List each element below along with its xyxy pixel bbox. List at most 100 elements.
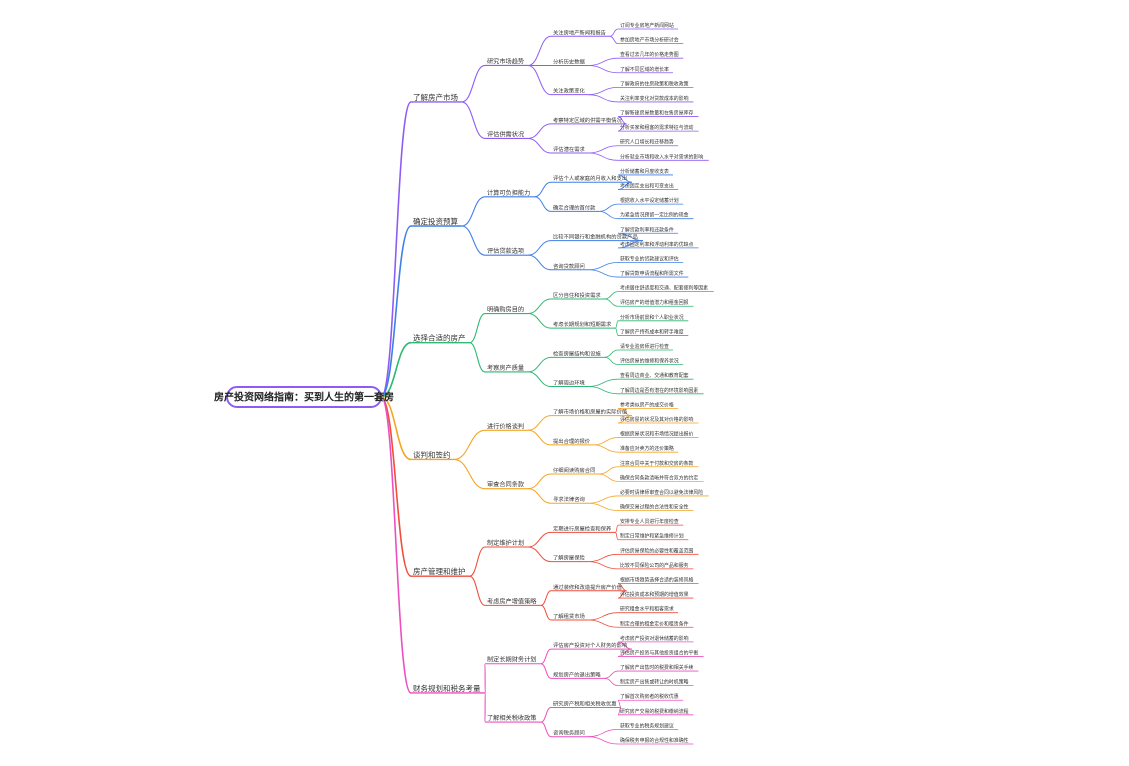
group-node[interactable]: 确定合理的首付款 [553,203,596,211]
subtopic-node[interactable]: 计算可负担能力 [487,189,530,197]
leaf-node[interactable]: 了解不同区域的增长率 [620,66,669,73]
leaf-node[interactable]: 根据房屋状况和市场情况提出报价 [620,431,693,438]
leaf-node[interactable]: 研究房产交易的税费和缴纳流程 [620,708,689,715]
subtopic-node[interactable]: 进行价格谈判 [487,422,524,430]
group-node[interactable]: 评估个人或家庭的月收入和支出 [553,174,627,182]
branch-node[interactable]: 选择合适的房产 [413,333,466,343]
leaf-node[interactable]: 获取专业的税务规划建议 [620,722,674,729]
root-node-frame[interactable] [226,386,382,408]
leaf-node[interactable]: 为紧急情况预留一定比例的现金 [620,212,689,219]
leaf-node[interactable]: 了解政府的住房政策和税收政策 [620,80,689,87]
branch-node[interactable]: 确定投资预算 [413,216,458,226]
subtopic-node[interactable]: 研究市场趋势 [487,57,524,65]
leaf-node[interactable]: 制定合理的租金定价和租赁条件 [620,620,689,627]
subtopic-node[interactable]: 考虑房产增值策略 [487,597,537,605]
leaf-node[interactable]: 确保交易过程的合法性和安全性 [620,504,689,511]
subtopic-node[interactable]: 评估贷款选项 [487,247,524,255]
leaf-node[interactable]: 准备应对卖方的还价策略 [620,445,674,452]
leaf-connector [604,291,619,300]
subtopic-node[interactable]: 考察房产质量 [487,364,524,372]
leaf-node[interactable]: 分析买家和租客的需求特征与流动 [620,124,693,131]
leaf-node[interactable]: 了解贷款利率和还款条件 [620,226,674,233]
group-node[interactable]: 考察特定区域的供需平衡情况 [553,116,623,124]
branch-node[interactable]: 谈判和签约 [413,449,451,459]
leaf-node[interactable]: 了解贷款申请流程和所需文件 [620,270,684,277]
subtopic-node[interactable]: 明确购房目的 [487,306,524,314]
branch-connector [380,396,412,577]
group-node[interactable]: 仔细阅读购房合同 [553,466,595,474]
leaf-node[interactable]: 了解首次购房者的税收优惠 [620,693,679,700]
subtopic-node[interactable]: 制定长期财务计划 [487,656,537,664]
leaf-node[interactable]: 评估投资成本和预期的增值效果 [620,591,689,598]
leaf-node[interactable]: 评估房屋保险的必要性和覆盖范围 [620,547,693,554]
leaf-connector [587,502,619,511]
subtopic-node[interactable]: 制定维护计划 [487,539,524,547]
group-node[interactable]: 研究房产税和相关税收优惠 [553,700,617,708]
group-node[interactable]: 咨询贷款顾问 [553,262,585,270]
leaf-node[interactable]: 根据收入水平设定储蓄计划 [620,197,679,204]
branch-node[interactable]: 了解房产市场 [413,92,458,102]
group-node[interactable]: 规划房产的退出策略 [553,670,601,678]
leaf-node[interactable]: 根据市场趋势选择合适的装修风格 [620,576,693,583]
branch-node[interactable]: 财务规划和税务考量 [413,683,481,693]
group-node[interactable]: 定期进行房屋检查和保养 [553,524,612,532]
leaf-node[interactable]: 参加房地产市场分析研讨会 [620,37,679,44]
group-node[interactable]: 考虑长期规划和短期需求 [553,320,612,328]
subtopic-node[interactable]: 审查合同条款 [487,481,524,489]
leaf-node[interactable]: 查看过去几年的价格走势图 [620,51,679,58]
leaf-node[interactable]: 了解周边是否有潜在的环境影响因素 [620,387,698,394]
leaf-node[interactable]: 必要时请律师审查合同以避免法律风险 [620,489,703,496]
leaf-node[interactable]: 获取专业的贷款建议和评估 [620,255,679,262]
leaf-connector [587,378,619,387]
leaf-node[interactable]: 研究人口增长和迁移趋势 [620,139,674,146]
group-node[interactable]: 了解周边环境 [553,379,585,387]
leaf-node[interactable]: 参考类似房产的成交价格 [620,401,674,408]
leaf-node[interactable]: 制定日常维护和紧急维修计划 [620,533,684,540]
leaf-node[interactable]: 评估房屋的维修和保养状况 [620,358,679,365]
leaf-node[interactable]: 关注利率变化对贷款成本的影响 [620,95,689,102]
leaf-node[interactable]: 查看周边商业、交通和教育配套 [620,372,689,379]
leaf-node[interactable]: 安排专业人员进行年度检查 [620,518,679,525]
group-node[interactable]: 通过装修和改造提升房产价值 [553,583,623,591]
leaf-node[interactable]: 了解房产出售时的税费和相关手续 [620,664,693,671]
leaf-node[interactable]: 评估房产投资与其他投资组合的平衡 [620,649,698,656]
leaf-node[interactable]: 订阅专业房地产新闻网站 [620,22,674,29]
group-node[interactable]: 分析历史数据 [553,57,585,65]
leaf-node[interactable]: 请专业验房师进行检查 [620,343,669,350]
leaf-node[interactable]: 分析市场前景和个人职业状况 [620,314,684,321]
group-node[interactable]: 区分自住和投资需求 [553,291,601,299]
leaf-node[interactable]: 注意合同中关于付款和交房的条款 [620,460,693,467]
group-node[interactable]: 关注政策变化 [553,87,585,95]
leaf-node[interactable]: 了解新建房屋数量和在售房屋库存 [620,110,693,117]
leaf-node[interactable]: 研究租金水平和租客需求 [620,606,674,613]
leaf-node[interactable]: 分析就业市场和收入水平对需求的影响 [620,153,703,160]
group-node[interactable]: 咨询税务顾问 [553,729,585,737]
leaf-node[interactable]: 评估房产的增值潜力和租金回报 [620,299,689,306]
branch-node[interactable]: 房产管理和维护 [413,566,466,576]
leaf-node[interactable]: 分析储蓄和月度收支表 [620,168,669,175]
subtopic-node[interactable]: 了解相关税收政策 [487,714,537,722]
leaf-node[interactable]: 考虑房产投资对退休储蓄的影响 [620,635,689,642]
leaf-node[interactable]: 制定房产出售或转让的时机策略 [620,679,689,686]
leaf-node[interactable]: 评估房屋的状况及其对价格的影响 [620,416,693,423]
leaf-node[interactable]: 考虑居住舒适度和交通、配套便利等因素 [620,285,708,292]
group-node[interactable]: 提出合理的报价 [553,437,591,445]
group-connector [540,707,552,723]
group-node[interactable]: 寻求法律咨询 [553,495,585,503]
leaf-node[interactable]: 考虑固定支出和可变支出 [620,183,674,190]
leaf-node[interactable]: 了解房产持有成本和转手难度 [620,328,684,335]
group-node[interactable]: 了解市场价格和房屋的实际价值 [553,408,628,416]
subtopic-node[interactable]: 评估供需状况 [487,130,524,138]
leaf-node[interactable]: 比较不同保险公司的产品和服务 [620,562,689,569]
leaf-node[interactable]: 确保税务申报的合规性和准确性 [620,737,689,744]
group-node[interactable]: 评估潜在需求 [553,145,585,153]
group-node[interactable]: 检查房屋结构和设施 [553,349,601,357]
leaf-connector [615,320,619,329]
leaf-node[interactable]: 考虑固定利率和浮动利率的优缺点 [620,241,693,248]
group-node[interactable]: 了解房屋保险 [553,554,585,562]
group-node[interactable]: 评估房产投资对个人财务的影响 [553,641,627,649]
group-node[interactable]: 关注房地产新闻和报告 [553,28,606,36]
leaf-node[interactable]: 确保合同条款清晰并符合双方的约定 [620,474,698,481]
group-node[interactable]: 了解租赁市场 [553,612,585,620]
group-node[interactable]: 比较不同银行和金融机构的贷款产品 [553,233,638,241]
